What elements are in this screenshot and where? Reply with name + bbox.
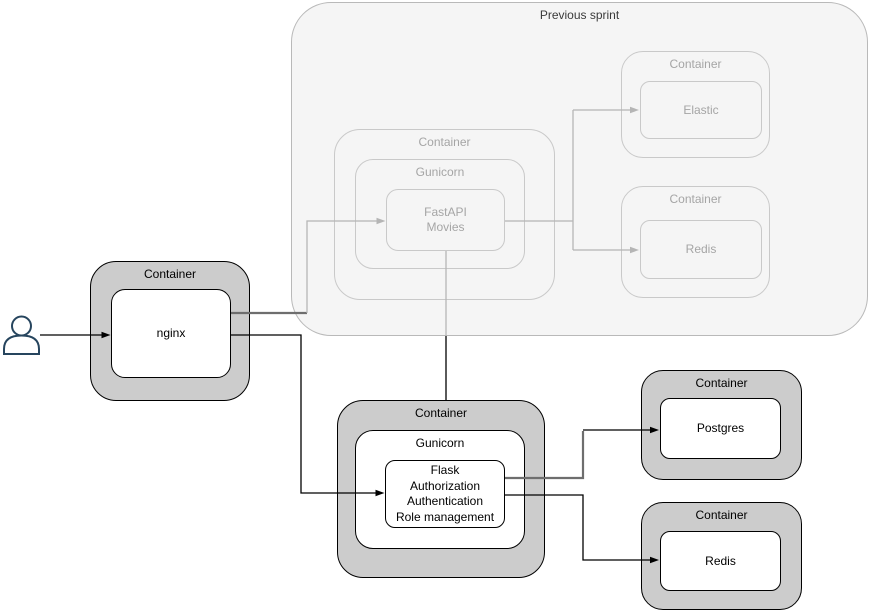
- elastic-node: Elastic: [640, 81, 762, 139]
- previous-sprint-title: Previous sprint: [539, 8, 620, 22]
- flask-auth-line3: Authentication: [406, 494, 484, 508]
- postgres-node: Postgres: [660, 398, 781, 459]
- flask-auth-line1: Flask: [430, 463, 460, 477]
- fastapi-movies-node: FastAPI Movies: [386, 189, 505, 251]
- elastic-label: Elastic: [683, 102, 719, 117]
- user-actor-icon: [3, 315, 40, 355]
- flask-auth-line4: Role management: [395, 509, 495, 524]
- redis-node: Redis: [660, 531, 781, 591]
- postgres-container-label: Container: [695, 376, 748, 390]
- redis-container-label: Container: [695, 508, 748, 522]
- auth-gunicorn-label: Gunicorn: [415, 436, 465, 450]
- redis-prev-label: Redis: [685, 242, 717, 256]
- flask-auth-line2: Authorization: [409, 478, 481, 493]
- redis-prev-container-label: Container: [669, 192, 722, 206]
- fastapi-movies-line1: FastAPI: [424, 205, 467, 219]
- flask-auth-node: Flask Authorization Authentication Role …: [385, 460, 505, 528]
- movies-container-label: Container: [418, 135, 471, 149]
- nginx-container-label: Container: [143, 267, 197, 281]
- movies-gunicorn-label: Gunicorn: [415, 165, 465, 179]
- nginx-node: nginx: [111, 289, 231, 378]
- elastic-container-label: Container: [669, 57, 722, 71]
- postgres-label: Postgres: [696, 421, 745, 435]
- auth-container-label: Container: [414, 406, 468, 420]
- fastapi-movies-line2: Movies: [426, 220, 465, 234]
- nginx-label: nginx: [156, 326, 186, 340]
- redis-prev-node: Redis: [640, 220, 762, 279]
- redis-label: Redis: [705, 553, 736, 568]
